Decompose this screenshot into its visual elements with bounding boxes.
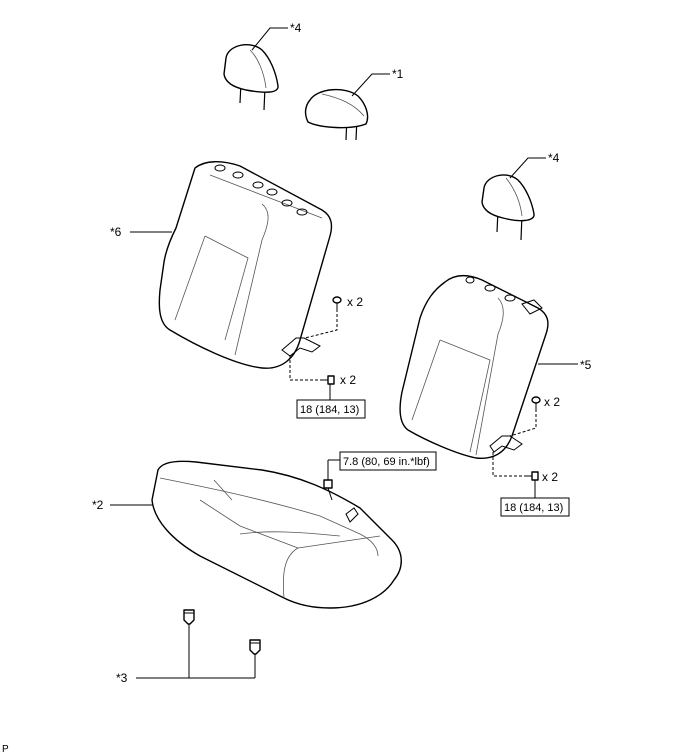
torque-right: 18 (184, 13) [504, 502, 563, 514]
seatback-left [158, 161, 333, 369]
bolt-upper-left [332, 296, 342, 312]
qty-upper-left: x 2 [347, 295, 363, 309]
cushion-bolt [323, 460, 333, 501]
callout-3: *3 [116, 671, 128, 685]
leader-line-4a [251, 27, 288, 51]
clip-right [249, 639, 261, 655]
seat-cushion [151, 460, 402, 609]
leader-line-3 [136, 624, 256, 679]
bolt-upper-right [531, 396, 541, 412]
qty-lower-right: x 2 [542, 470, 558, 484]
qty-lower-left: x 2 [340, 373, 356, 387]
callout-4a: *4 [290, 21, 302, 35]
headrest-center [304, 89, 369, 141]
bolt-lower-left [320, 375, 335, 400]
headrest-right [481, 174, 535, 241]
leader-line-1 [351, 73, 390, 97]
torque-left: 18 (184, 13) [300, 404, 359, 416]
callout-6: *6 [110, 225, 122, 239]
corner-mark: P [2, 744, 9, 755]
headrest-left [223, 44, 279, 111]
torque-cushion: 7.8 (80, 69 in.*lbf) [343, 456, 430, 468]
leader-line-4b [509, 157, 546, 179]
callout-4b: *4 [548, 151, 560, 165]
torque-box-cushion [339, 451, 437, 471]
torque-box-right [500, 497, 570, 517]
torque-box-left [296, 399, 366, 419]
seatback-right [399, 275, 549, 459]
clip-left [183, 609, 195, 625]
callout-2: *2 [92, 498, 104, 512]
callout-1: *1 [392, 67, 404, 81]
callout-5: *5 [580, 358, 592, 372]
bolt-lower-right [524, 471, 539, 498]
qty-upper-right: x 2 [544, 395, 560, 409]
